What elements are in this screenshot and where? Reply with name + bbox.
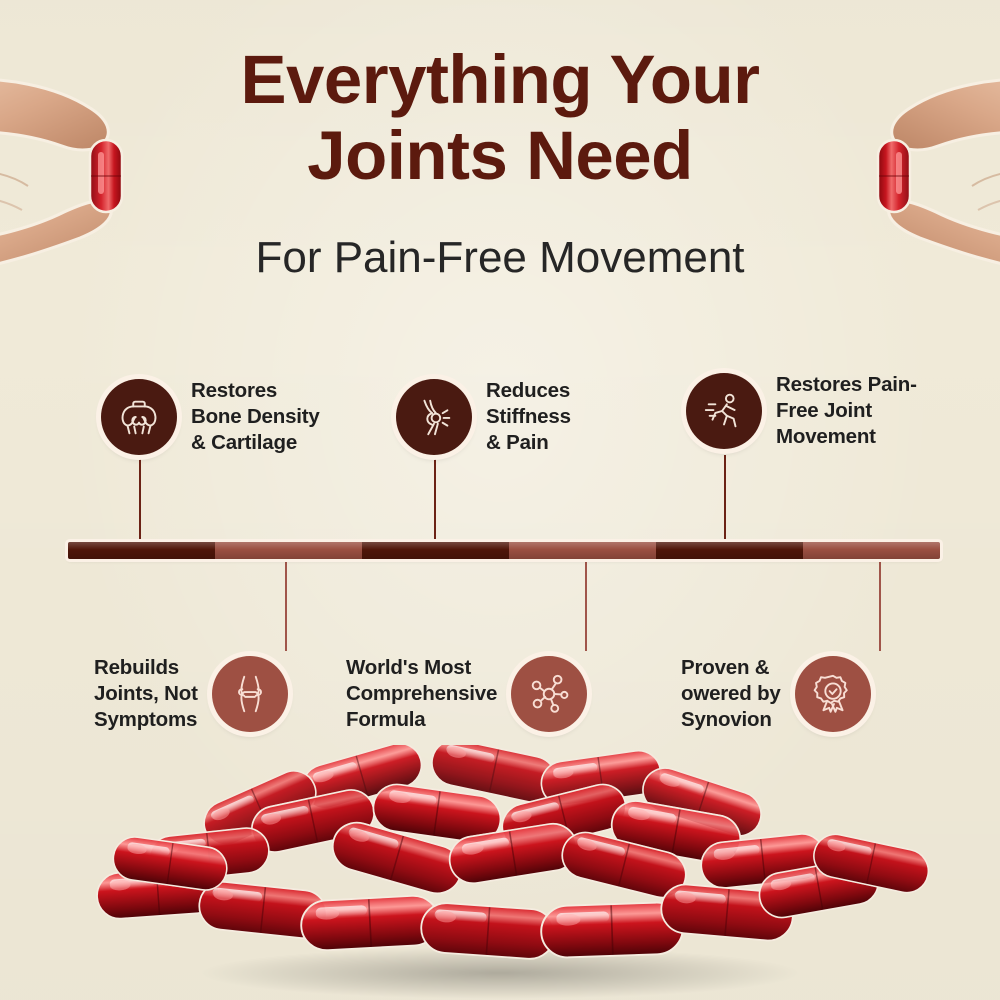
timeline-segment <box>509 542 656 559</box>
red-capsule-pile-image <box>0 745 1000 1000</box>
page-subtitle: For Pain-Free Movement <box>255 233 745 282</box>
feature-comprehensive-formula[interactable]: World's Most Comprehensive Formula <box>346 655 588 733</box>
feature-label: Restores Bone Density & Cartilage <box>191 379 320 454</box>
feature-label: Restores Pain- Free Joint Movement <box>776 373 917 448</box>
joint-bone-icon <box>211 656 288 732</box>
feature-restores-bone-density[interactable]: Restores Bone Density & Cartilage <box>101 378 320 456</box>
knee-joint-pain-icon <box>396 379 472 455</box>
award-badge-icon <box>794 656 871 732</box>
hand-holding-capsule-icon-right <box>856 52 1000 284</box>
timeline-segment <box>803 542 940 559</box>
timeline-segment <box>362 542 509 559</box>
feature-label: Proven & owered by Synovion <box>681 656 781 731</box>
timeline-bar <box>68 542 940 559</box>
capsule-shape <box>88 138 124 214</box>
timeline-segment <box>215 542 362 559</box>
feature-label: Rebuilds Joints, Not Symptoms <box>94 656 198 731</box>
pelvis-bone-icon <box>101 379 177 455</box>
headline-line-1: Everything Your <box>240 41 760 118</box>
connector-stem-top-1 <box>139 455 141 543</box>
timeline-segment <box>68 542 215 559</box>
feature-restores-pain-free-movement[interactable]: Restores Pain- Free Joint Movement <box>686 372 917 450</box>
connector-stem-bottom-2 <box>585 559 587 651</box>
feature-rebuilds-joints[interactable]: Rebuilds Joints, Not Symptoms <box>94 655 288 733</box>
headline-line-2: Joints Need <box>307 117 693 194</box>
hand-holding-capsule-icon-left <box>0 52 144 284</box>
connector-stem-top-2 <box>434 455 436 543</box>
feature-proven-powered-by-synovion[interactable]: Proven & owered by Synovion <box>681 655 871 733</box>
feature-reduces-stiffness-pain[interactable]: Reduces Stiffness & Pain <box>396 378 571 456</box>
connector-stem-top-3 <box>724 455 726 543</box>
capsule-shape <box>876 138 912 214</box>
feature-label: Reduces Stiffness & Pain <box>486 379 571 454</box>
page-title: Everything Your Joints Need <box>0 42 1000 194</box>
timeline-segment <box>656 542 803 559</box>
connector-stem-bottom-3 <box>879 559 881 651</box>
molecule-icon <box>511 656 588 732</box>
feature-label: World's Most Comprehensive Formula <box>346 656 498 731</box>
connector-stem-bottom-1 <box>285 559 287 651</box>
running-person-icon <box>686 373 762 449</box>
